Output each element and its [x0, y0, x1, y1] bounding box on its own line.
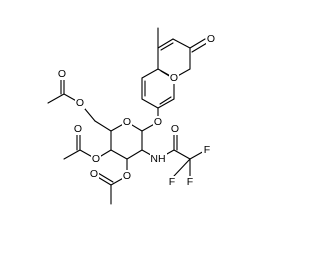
chemical-structure-diagram: O O O O O O O O O O O NH F F F: [47, 27, 216, 205]
atom-labels: O O O O O O O O O O O NH F F F: [57, 33, 216, 188]
acetate-3-carbonyl-oxygen: O: [90, 168, 98, 180]
acetate-6-carbonyl-oxygen: O: [58, 68, 66, 80]
pyranose-ring-oxygen: O: [123, 116, 131, 128]
acetate-4-ester-oxygen: O: [92, 153, 100, 165]
acetate-3-ester-oxygen: O: [123, 170, 131, 182]
amide-carbonyl-oxygen: O: [171, 123, 179, 135]
coumarin-ring-oxygen: O: [170, 72, 178, 84]
acetate-6-bonds: [47, 75, 112, 132]
fluorine-atom-2: F: [187, 176, 193, 188]
fluorine-atom-3: F: [169, 176, 175, 188]
coumarin-bonds: [141, 27, 208, 132]
fluorine-atom-1: F: [204, 144, 210, 156]
acetate-6-ester-oxygen: O: [76, 97, 84, 109]
amide-nitrogen: NH: [150, 153, 165, 165]
acetate-4-bonds: [63, 130, 112, 160]
coumarin-carbonyl-oxygen: O: [207, 33, 215, 45]
aryl-ether-oxygen: O: [154, 116, 162, 128]
acetate-4-carbonyl-oxygen: O: [74, 123, 82, 135]
